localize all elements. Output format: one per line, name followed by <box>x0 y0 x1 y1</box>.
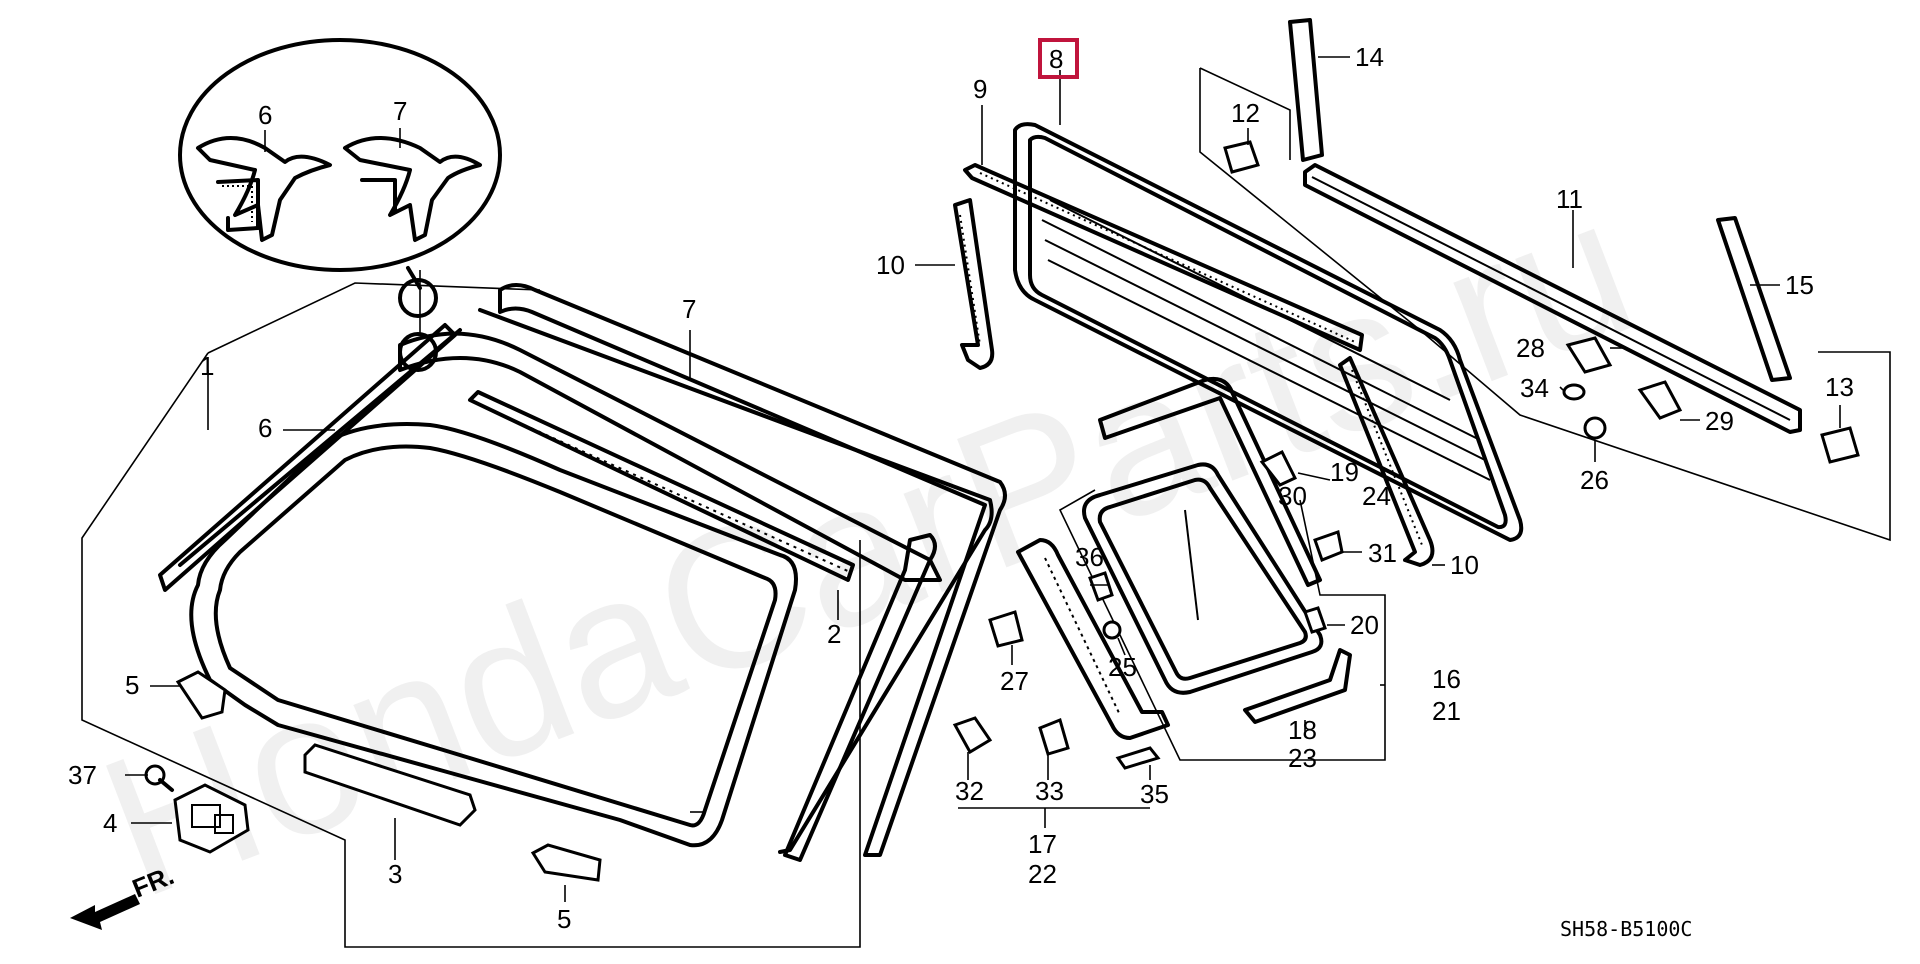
callout-7b: 7 <box>682 294 696 324</box>
callout-5b: 5 <box>557 904 571 934</box>
callout-13: 13 <box>1825 372 1854 402</box>
callout-10a: 10 <box>876 250 905 280</box>
callout-6a: 6 <box>258 100 272 130</box>
callout-26: 26 <box>1580 465 1609 495</box>
callout-32: 32 <box>955 776 984 806</box>
callout-17: 17 <box>1028 829 1057 859</box>
quarter-window-assembly <box>952 376 1386 828</box>
leader-lines <box>125 56 1841 902</box>
callout-11: 11 <box>1556 184 1583 214</box>
callout-28: 28 <box>1516 333 1545 363</box>
callout-6b: 6 <box>258 413 272 443</box>
callout-8[interactable]: 8 <box>1049 44 1063 74</box>
callout-21: 21 <box>1432 696 1461 726</box>
callout-10b: 10 <box>1450 550 1479 580</box>
callout-7a: 7 <box>393 96 407 126</box>
callout-37: 37 <box>68 760 97 790</box>
callout-3: 3 <box>388 859 402 889</box>
callout-19: 19 <box>1330 457 1359 487</box>
highlighted-callout-box <box>1038 38 1079 79</box>
callout-25: 25 <box>1108 652 1137 682</box>
front-arrow-icon <box>70 894 140 930</box>
callout-9: 9 <box>973 74 987 104</box>
callout-27: 27 <box>1000 666 1029 696</box>
callout-2: 2 <box>827 619 841 649</box>
watermark: HondaCarParts.ru <box>75 154 1660 940</box>
callout-30: 30 <box>1278 481 1307 511</box>
callout-12: 12 <box>1231 98 1260 128</box>
rear-window-assembly <box>953 18 1891 567</box>
callout-31: 31 <box>1368 538 1397 568</box>
callout-18: 18 <box>1288 715 1317 745</box>
callout-22: 22 <box>1028 859 1057 889</box>
callout-16: 16 <box>1432 664 1461 694</box>
callout-36: 36 <box>1075 542 1104 572</box>
callout-23: 23 <box>1288 743 1317 773</box>
callout-1: 1 <box>200 351 214 381</box>
diagram-code: SH58-B5100C <box>1560 917 1692 941</box>
callout-29: 29 <box>1705 406 1734 436</box>
callout-labels: 1 2 3 4 5 5 6 6 7 7 8 9 10 10 11 12 13 1… <box>68 38 1854 934</box>
windshield-assembly: FR. <box>70 282 1007 948</box>
callout-35: 35 <box>1140 779 1169 809</box>
seal-detail-inset <box>178 38 502 372</box>
callout-20: 20 <box>1350 610 1379 640</box>
callout-14: 14 <box>1355 42 1384 72</box>
callout-5a: 5 <box>125 670 139 700</box>
callout-34: 34 <box>1520 373 1549 403</box>
callout-4: 4 <box>103 808 117 838</box>
callout-24: 24 <box>1362 481 1391 511</box>
callout-15: 15 <box>1785 270 1814 300</box>
callout-33: 33 <box>1035 776 1064 806</box>
